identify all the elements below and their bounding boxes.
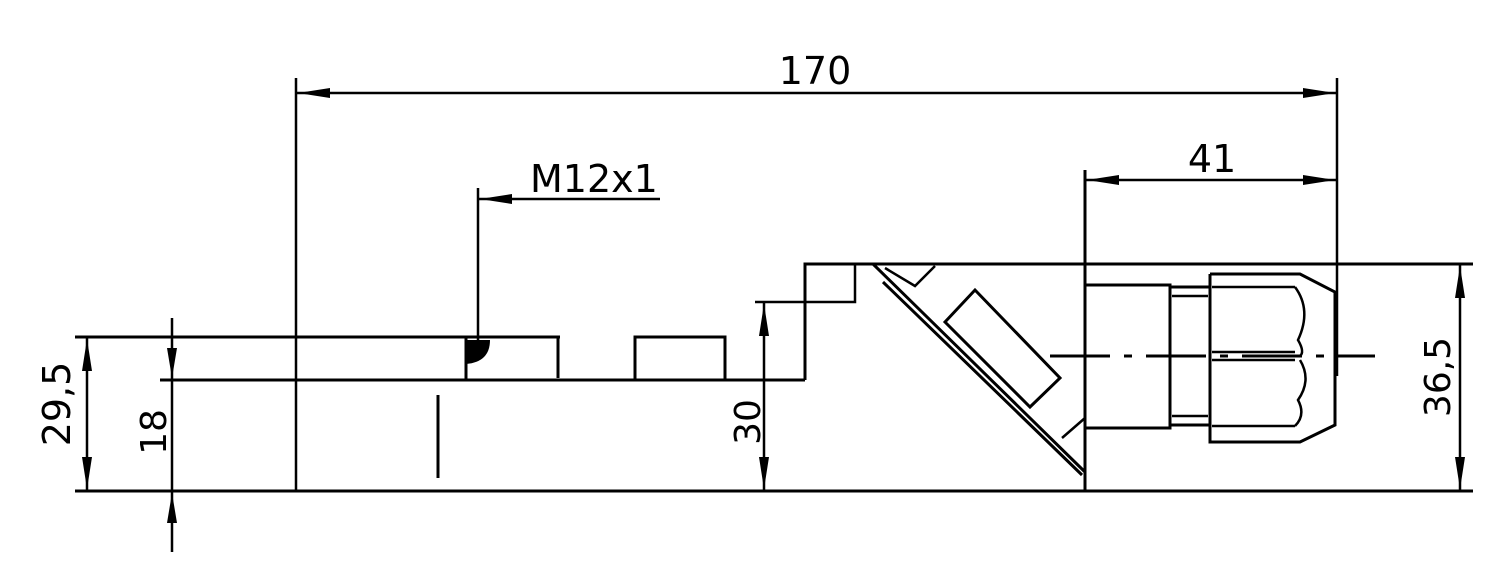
arrow-170-left xyxy=(298,88,330,98)
diagonal-tab xyxy=(884,265,936,288)
arrow-18-top xyxy=(167,348,177,378)
dimension-170: 170 xyxy=(294,49,1339,491)
dim-label-29-5: 29,5 xyxy=(35,362,79,447)
dimension-18: 18 xyxy=(134,318,177,552)
dimension-36-5: 36,5 xyxy=(1418,264,1465,491)
arrow-29-5-top xyxy=(82,339,92,371)
dim-label-41: 41 xyxy=(1188,137,1236,181)
dim-label-170: 170 xyxy=(779,49,852,93)
arrow-36-5-bottom xyxy=(1455,457,1465,489)
connector-nut xyxy=(1050,272,1375,444)
dimension-30: 30 xyxy=(728,302,769,491)
diagonal-outer xyxy=(871,262,1087,474)
arrow-18-bottom xyxy=(167,493,177,523)
body-outline xyxy=(75,262,1473,493)
diagonal-inner xyxy=(881,280,1084,477)
dim-label-30: 30 xyxy=(728,399,769,445)
angled-connector xyxy=(871,170,1087,491)
hex-curve-top xyxy=(1293,286,1306,357)
arrow-29-5-bottom xyxy=(82,457,92,489)
arrow-36-5-top xyxy=(1455,266,1465,298)
thread-mark xyxy=(466,340,490,364)
connector-slot xyxy=(942,287,1063,410)
arrow-170-right xyxy=(1303,88,1335,98)
thread-label: M12x1 xyxy=(530,157,658,201)
leader-arrow xyxy=(480,194,512,204)
second-bump xyxy=(633,335,727,380)
step-outline xyxy=(803,262,1473,380)
dim-label-36-5: 36,5 xyxy=(1418,337,1459,417)
dimension-41: 41 xyxy=(1085,137,1337,185)
arrow-30-bottom xyxy=(759,457,769,489)
diagonal-notch xyxy=(1061,417,1086,439)
dim-label-18: 18 xyxy=(134,409,175,455)
thread-callout: M12x1 xyxy=(466,157,660,364)
arrow-41-left xyxy=(1087,175,1119,185)
step-inner xyxy=(755,264,857,304)
dimension-29-5: 29,5 xyxy=(35,337,92,491)
arrow-30-top xyxy=(759,304,769,336)
nut-hex xyxy=(1208,272,1337,444)
arrow-41-right xyxy=(1303,175,1335,185)
hex-curve-bottom xyxy=(1294,359,1307,427)
